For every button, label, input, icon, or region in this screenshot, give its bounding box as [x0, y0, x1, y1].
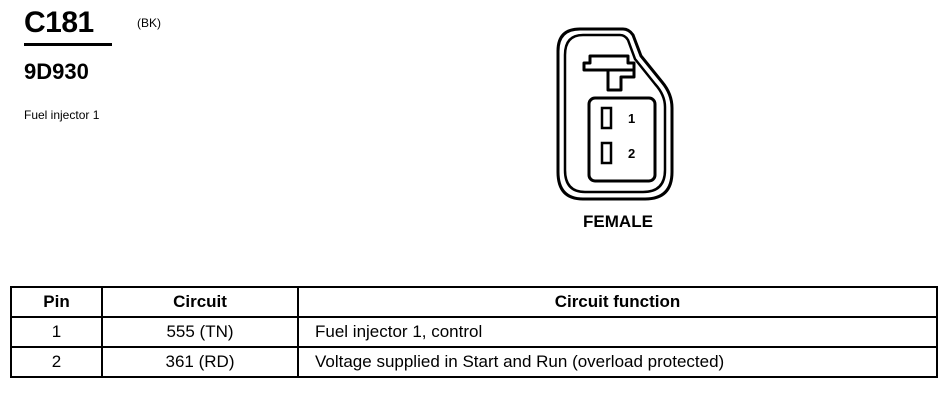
- pin-column-header: Pin: [10, 286, 103, 318]
- pin-cell: 2: [10, 346, 103, 378]
- connector-housing-inner: [563, 33, 667, 194]
- function-column-header: Circuit function: [297, 286, 938, 318]
- circuit-cell: 361 (RD): [101, 346, 299, 378]
- pin-cavity-block: [587, 96, 657, 183]
- pinout-table: Pin Circuit Circuit function 1 555 (TN) …: [10, 286, 938, 378]
- color-code: (BK): [137, 16, 161, 30]
- title-underline: [24, 43, 112, 46]
- connector-id: C181: [24, 6, 94, 39]
- part-number: 9D930: [24, 59, 89, 84]
- table-row: 2 361 (RD) Voltage supplied in Start and…: [10, 346, 938, 378]
- function-cell: Voltage supplied in Start and Run (overl…: [297, 346, 938, 378]
- pin-1-number: 1: [628, 111, 635, 126]
- function-cell: Fuel injector 1, control: [297, 316, 938, 348]
- table-row: 1 555 (TN) Fuel injector 1, control: [10, 316, 938, 348]
- circuit-column-header: Circuit: [101, 286, 299, 318]
- circuit-cell: 555 (TN): [101, 316, 299, 348]
- connector-housing-outer: [556, 27, 674, 201]
- pin-2-number: 2: [628, 146, 635, 161]
- pin-2-cavity: [600, 141, 613, 165]
- connector-gender-label: FEMALE: [583, 212, 653, 231]
- pin-cell: 1: [10, 316, 103, 348]
- locking-tab-latch: [606, 63, 636, 92]
- locking-tab: [582, 54, 636, 72]
- pin-1-cavity: [600, 106, 613, 130]
- description: Fuel injector 1: [24, 108, 100, 122]
- connector-face-icon: 1 2: [556, 27, 674, 201]
- table-header-row: Pin Circuit Circuit function: [10, 286, 938, 318]
